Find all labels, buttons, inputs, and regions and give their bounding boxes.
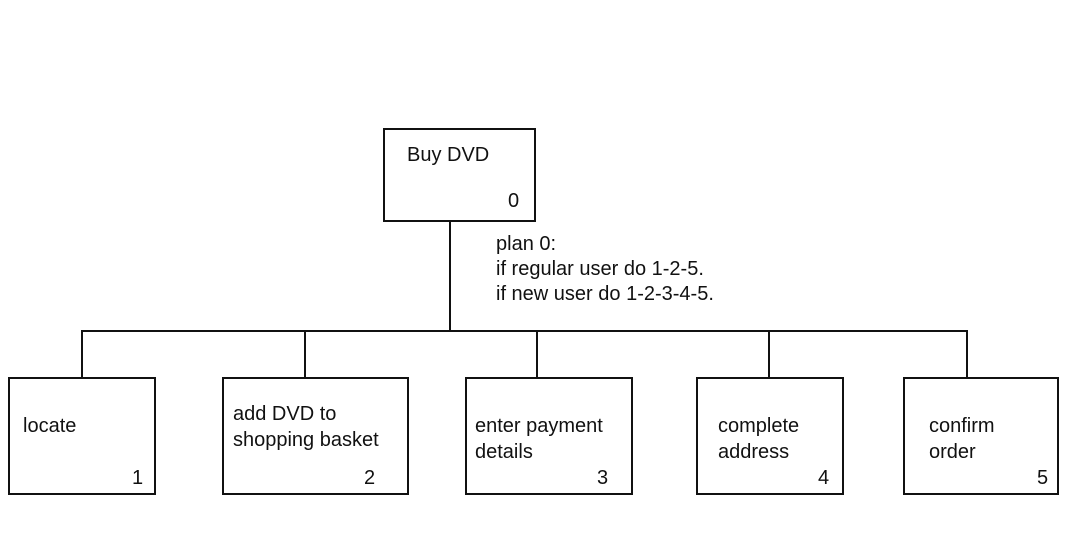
subtask-label-5: confirm order [929,415,995,463]
plan-description: plan 0: if regular user do 1-2-5. if new… [496,232,714,307]
subtask-label-3: enter payment details [475,415,603,463]
plan-new-user: if new user do 1-2-3-4-5. [496,283,714,305]
subtask-label-2: add DVD to shopping basket [233,403,379,451]
subtask-number-4: 4 [818,467,830,489]
root-task-number: 0 [508,190,520,212]
plan-heading: plan 0: [496,233,557,255]
root-task-box: Buy DVD 0 [383,128,536,222]
subtask-number-5: 5 [1037,467,1049,489]
subtask-label-1: locate [23,415,77,437]
subtask-box-3: enter payment details 3 [465,377,633,495]
subtask-box-1: locate 1 [8,377,156,495]
subtask-number-3: 3 [597,467,609,489]
plan-regular-user: if regular user do 1-2-5. [496,258,704,280]
subtask-box-4: complete address 4 [696,377,844,495]
subtask-box-2: add DVD to shopping basket 2 [222,377,409,495]
root-task-label: Buy DVD [407,144,490,166]
subtask-label-4: complete address [718,415,800,463]
subtask-number-2: 2 [364,467,376,489]
subtask-box-5: confirm order 5 [903,377,1059,495]
subtask-number-1: 1 [132,467,144,489]
